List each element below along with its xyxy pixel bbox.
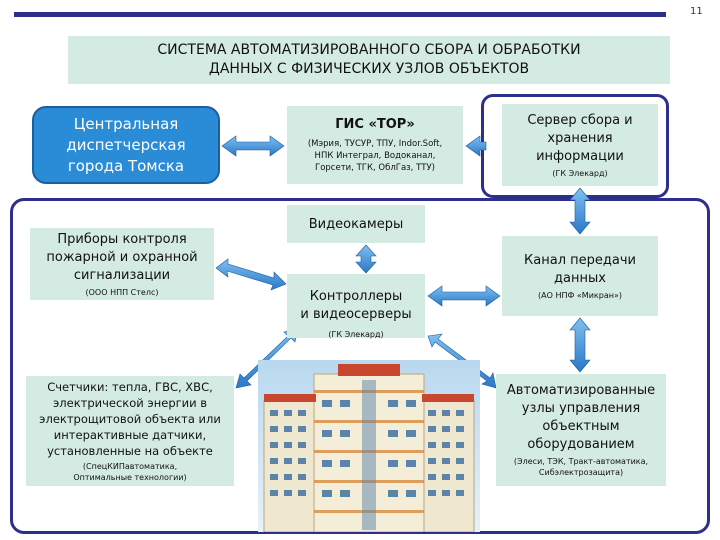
gis-line-3: Горсети, ТГК, ОблГаз, ТТУ) (315, 162, 435, 173)
double-arrow-icon (569, 317, 591, 373)
double-arrow-icon (221, 135, 285, 157)
auto-line-2: узлы управления (521, 401, 641, 416)
canal-line-1: Канал передачи (524, 252, 636, 268)
double-arrow-icon (215, 258, 287, 291)
controllers-sub: (ГК Элекард) (328, 330, 384, 339)
central-line-1: Центральная (73, 114, 179, 133)
fire-line-3: сигнализации (73, 267, 171, 283)
building-photo (258, 360, 480, 532)
automation-box: Автоматизированные узлы управления объек… (496, 374, 666, 486)
central-line-2: диспетчерская (66, 135, 186, 154)
fire-line-1: Приборы контроля (57, 231, 187, 247)
double-arrow-icon (569, 187, 591, 235)
central-line-3: города Томска (67, 156, 185, 175)
double-arrow-icon (465, 135, 487, 157)
gis-title: ГИС «ТОР» (335, 116, 415, 132)
auto-line-4: оборудованием (527, 437, 635, 452)
fire-alarm-box: Приборы контроля пожарной и охранной сиг… (30, 228, 214, 300)
auto-sub-2: Сибэлектрозащита) (538, 468, 624, 477)
meters-box: Счетчики: тепла, ГВС, ХВС, электрической… (26, 376, 234, 486)
fire-sub: (ООО НПП Стелс) (85, 287, 159, 297)
auto-line-3: объектным (542, 419, 620, 434)
meters-line-1: Счетчики: тепла, ГВС, ХВС, (47, 380, 213, 394)
gis-box: ГИС «ТОР» (Мэрия, ТУСУР, ТПУ, Indor.Soft… (287, 106, 463, 184)
video-label: Видеокамеры (308, 216, 404, 232)
server-line-2: хранения (547, 130, 613, 146)
title-line-1: СИСТЕМА АВТОМАТИЗИРОВАННОГО СБОРА И ОБРА… (157, 42, 581, 58)
server-sub: (ГК Элекард) (552, 168, 608, 178)
meters-line-3: электрощитовой объекта или (39, 412, 221, 426)
slide-title: СИСТЕМА АВТОМАТИЗИРОВАННОГО СБОРА И ОБРА… (68, 36, 670, 84)
controllers-box: Контроллеры и видеосерверы (287, 274, 425, 338)
gis-line-1: (Мэрия, ТУСУР, ТПУ, Indor.Soft, (307, 138, 443, 149)
top-rule (14, 12, 666, 17)
meters-line-5: установленные на объекте (47, 444, 213, 458)
double-arrow-icon (355, 244, 377, 274)
meters-line-2: электрической энергии в (52, 396, 208, 410)
canal-line-2: данных (554, 270, 606, 286)
video-cameras-box: Видеокамеры (287, 205, 425, 243)
meters-line-4: интерактивные датчики, (53, 428, 207, 442)
controllers-line-2: и видеосерверы (300, 307, 412, 322)
server-line-3: информации (536, 148, 624, 164)
object-frame (10, 198, 710, 534)
fire-line-2: пожарной и охранной (46, 249, 198, 265)
gis-line-2: НПК Интеграл, Водоканал, (314, 150, 436, 161)
meters-sub-2: Оптимальные технологии) (73, 473, 187, 482)
meters-sub-1: (СпецКИПавтоматика, (82, 462, 178, 471)
auto-sub-1: (Элеси, ТЭК, Тракт-автоматика, (513, 457, 649, 466)
canal-sub: (АО НПФ «Микран») (538, 290, 622, 300)
central-dispatch-box: Центральная диспетчерская города Томска (32, 106, 220, 184)
title-line-2: ДАННЫХ С ФИЗИЧЕСКИХ УЗЛОВ ОБЪЕКТОВ (208, 61, 530, 77)
server-line-1: Сервер сбора и (527, 112, 633, 128)
controllers-line-1: Контроллеры (309, 289, 403, 304)
data-channel-box: Канал передачи данных (АО НПФ «Микран») (502, 236, 658, 316)
server-box: Сервер сбора и хранения информации (ГК Э… (502, 104, 658, 186)
double-arrow-icon (427, 285, 501, 307)
auto-line-1: Автоматизированные (506, 383, 656, 398)
page-number: 11 (690, 6, 703, 17)
